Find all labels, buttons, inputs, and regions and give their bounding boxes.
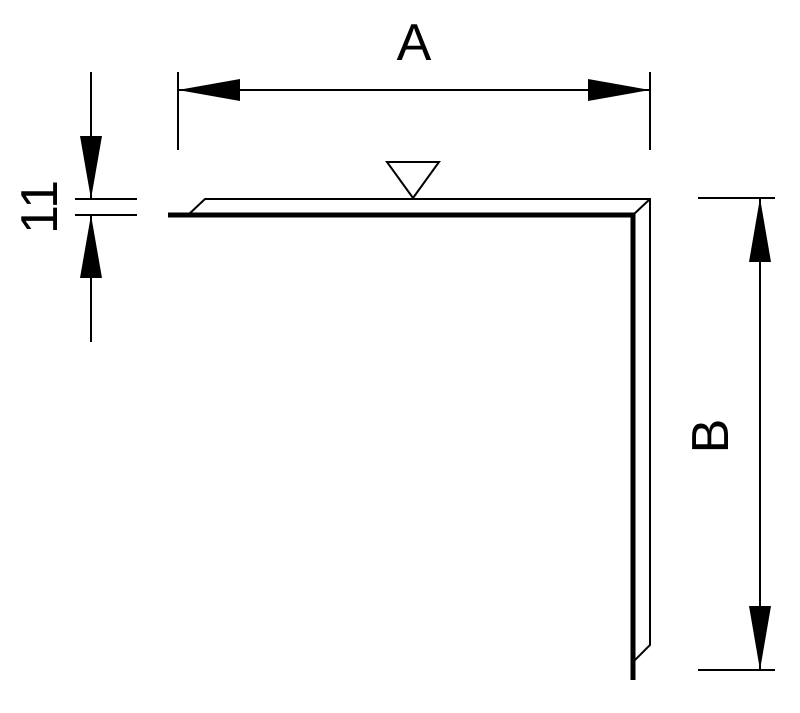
- thickness-arrow-down: [80, 136, 102, 199]
- dimension-a-arrow-left: [178, 79, 240, 101]
- profile-corner-bevel: [632, 198, 651, 216]
- dimension-b: [698, 197, 775, 671]
- profile-inner-edge: [187, 198, 651, 663]
- dimension-b-arrow-top: [749, 198, 771, 262]
- dimension-b-arrow-bottom: [749, 606, 771, 670]
- dimension-a-label: A: [397, 14, 432, 72]
- surface-triangle-symbol: [385, 161, 441, 200]
- dimension-b-label: B: [682, 419, 740, 454]
- dimension-thickness: [75, 72, 137, 342]
- profile-shape: [168, 198, 651, 680]
- profile-outer-edge: [168, 212, 636, 680]
- thickness-label: 11: [11, 180, 69, 234]
- thickness-arrow-up: [80, 215, 102, 278]
- dimension-a: [177, 72, 651, 150]
- dimension-a-arrow-right: [588, 79, 650, 101]
